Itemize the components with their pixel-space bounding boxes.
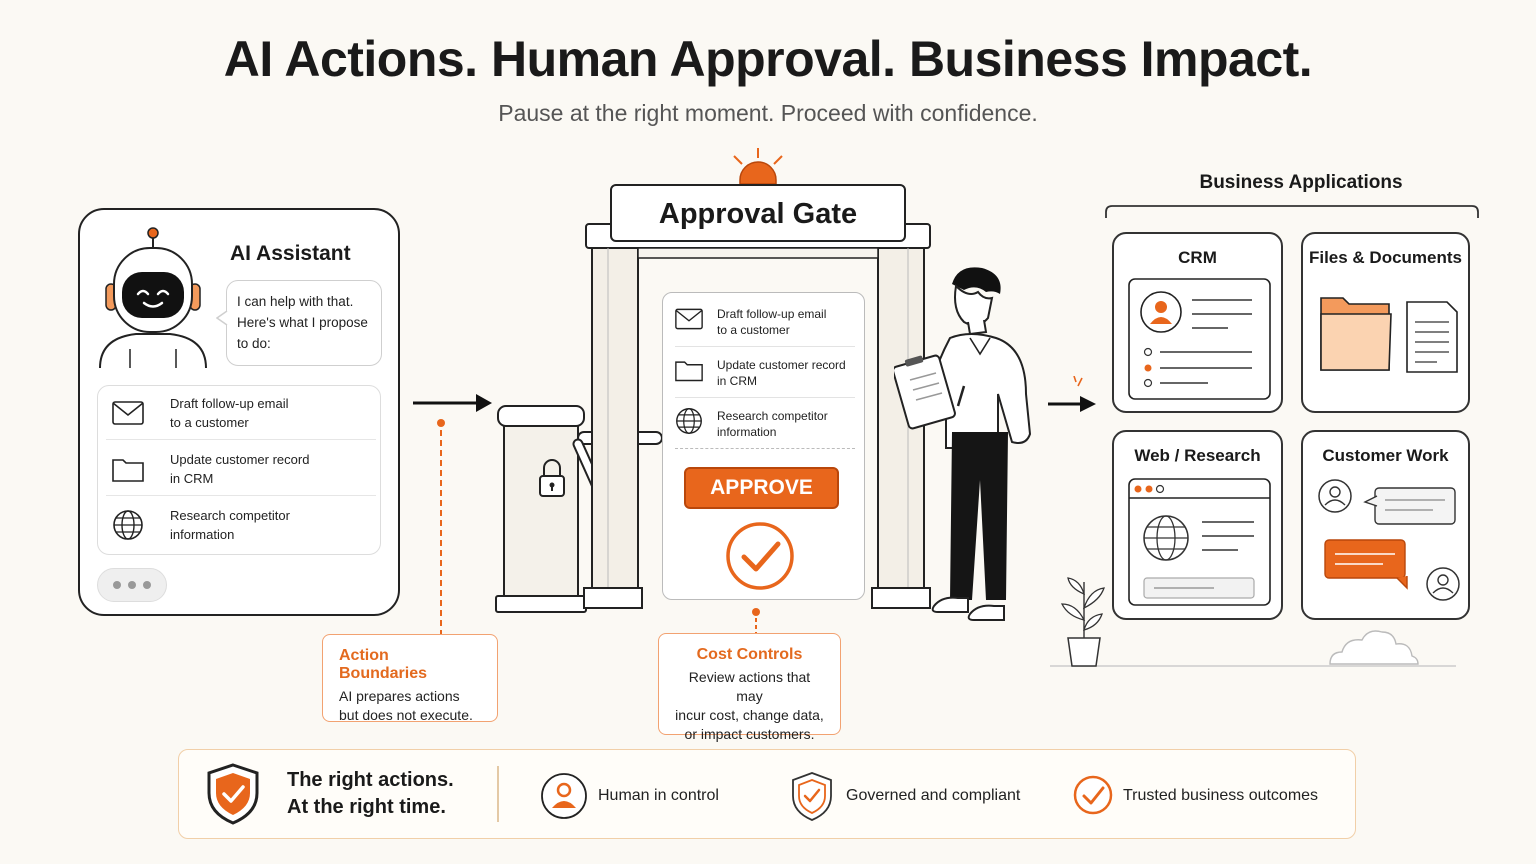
bubble-line: Here's what I propose <box>237 315 368 330</box>
gate-task-label: in CRM <box>717 373 758 388</box>
task-item: Research competitor information <box>106 498 376 552</box>
folder-document-icon <box>1320 297 1458 373</box>
files-documents-app-card[interactable]: Files & Documents <box>1301 232 1470 413</box>
gate-task-label: Draft follow-up email <box>717 306 827 321</box>
approve-button[interactable]: APPROVE <box>684 467 839 509</box>
callout-line: incur cost, change data, <box>675 707 824 723</box>
gate-task-label: to a customer <box>717 322 790 337</box>
approval-gate-title: Approval Gate <box>610 184 906 242</box>
callout-line: AI prepares actions <box>339 688 460 704</box>
task-item: Update customer record in CRM <box>106 442 376 496</box>
robot-icon <box>99 227 207 369</box>
globe-icon <box>675 407 703 440</box>
folder-icon <box>106 456 150 482</box>
person-icon <box>541 773 587 819</box>
shield-check-icon <box>207 763 259 825</box>
chat-conversation-icon <box>1318 479 1460 601</box>
task-label: Research competitor <box>170 508 290 523</box>
gate-task-label: information <box>717 424 777 439</box>
typing-indicator <box>97 568 167 602</box>
padlock-icon <box>539 459 565 497</box>
task-label: to a customer <box>170 414 249 430</box>
connector-line <box>752 608 760 634</box>
callout-line: Review actions that may <box>688 669 811 704</box>
feature-human-control: Human in control <box>598 787 719 804</box>
human-reviewer-illustration <box>894 267 1032 621</box>
gate-task-label: Research competitor <box>717 408 828 423</box>
feature-trusted-outcomes: Trusted business outcomes <box>1123 787 1319 804</box>
task-item: Draft follow-up email to a customer <box>106 386 376 440</box>
callout-title: Cost Controls <box>696 646 803 663</box>
task-label: Draft follow-up email <box>170 395 289 411</box>
envelope-icon <box>675 308 703 335</box>
feature-governed-compliant: Governed and compliant <box>846 787 1021 804</box>
envelope-icon <box>106 400 150 425</box>
alarm-light-icon <box>733 148 783 185</box>
callout-title: Action Boundaries <box>339 647 428 682</box>
clipboard-icon <box>894 354 956 430</box>
shield-outline-icon <box>792 772 832 821</box>
tagline-line: The right actions. <box>287 769 454 791</box>
callout-line: but does not execute. <box>339 707 473 723</box>
crm-title: CRM <box>1178 248 1217 267</box>
crm-contact-icon <box>1128 278 1271 400</box>
task-label: in CRM <box>170 470 214 486</box>
page-subtitle: Pause at the right moment. Proceed with … <box>498 100 1038 126</box>
cost-controls-callout: Cost Controls Review actions that may in… <box>658 633 841 742</box>
customer-work-app-card[interactable]: Customer Work <box>1301 430 1470 620</box>
bubble-line: to do: <box>237 336 271 351</box>
bubble-tail <box>216 310 228 326</box>
check-circle-icon <box>726 522 794 590</box>
web-title: Web / Research <box>1134 446 1261 465</box>
task-label: Update customer record <box>170 451 310 467</box>
crm-app-card[interactable]: CRM <box>1112 232 1283 413</box>
connector-line <box>437 419 445 634</box>
gate-task-label: Update customer record <box>717 357 846 372</box>
browser-window-icon <box>1128 478 1271 606</box>
divider <box>497 766 499 822</box>
customer-title: Customer Work <box>1322 446 1449 465</box>
tagline-line: At the right time. <box>287 796 446 818</box>
task-label: information <box>170 527 235 542</box>
bubble-line: I can help with that. <box>237 294 354 309</box>
folder-icon <box>675 358 703 387</box>
assistant-title: AI Assistant <box>230 242 351 265</box>
summary-bar <box>178 749 1356 839</box>
proposed-task-list: Draft follow-up email to a customer Updat… <box>97 385 381 555</box>
check-circle-icon <box>1073 775 1113 815</box>
action-boundaries-callout: Action Boundaries AI prepares actions bu… <box>322 634 498 723</box>
group-bracket <box>1105 205 1479 218</box>
business-apps-title: Business Applications <box>1199 172 1403 193</box>
arrow-right-icon <box>413 394 492 412</box>
web-research-app-card[interactable]: Web / Research <box>1112 430 1283 620</box>
callout-line: or impact customers. <box>684 726 815 742</box>
assistant-speech-bubble: I can help with that. Here's what I prop… <box>226 280 382 366</box>
tagline: The right actions. At the right time. <box>287 767 454 821</box>
plant-cloud-decoration <box>1050 577 1456 667</box>
page-title: AI Actions. Human Approval. Business Imp… <box>223 31 1313 87</box>
approval-gate-frame <box>583 148 931 609</box>
files-title: Files & Documents <box>1308 248 1463 267</box>
globe-icon <box>106 509 150 541</box>
arrow-right-icon <box>1048 376 1096 412</box>
